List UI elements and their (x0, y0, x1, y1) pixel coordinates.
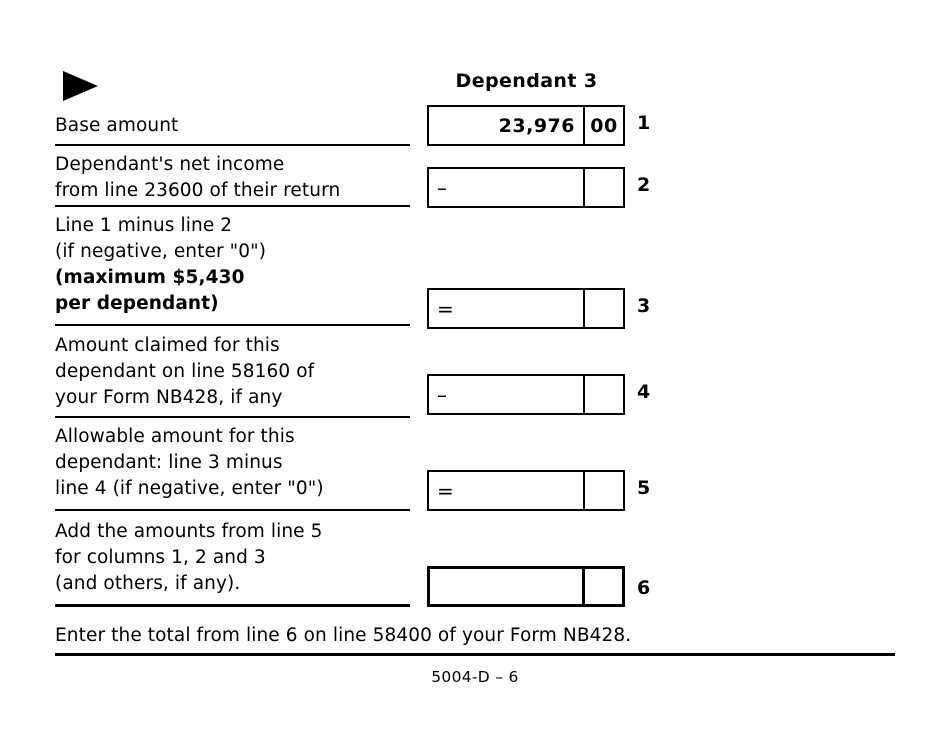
amount-dollars-value-1: 23,976 (498, 114, 575, 137)
row-label-line: Line 1 minus line 2 (55, 215, 233, 236)
amount-dollars-cell-3[interactable]: = (429, 290, 583, 327)
row-label-3: Line 1 minus line 2 (if negative, enter … (55, 213, 415, 317)
row-label-line: dependant on line 58160 of (55, 361, 315, 382)
row-rule-4 (55, 416, 410, 418)
amount-box-3[interactable]: = (427, 288, 625, 329)
row-label-line: Base amount (55, 115, 179, 136)
amount-box-4[interactable]: – (427, 374, 625, 415)
line-number-1: 1 (637, 112, 651, 134)
row-label-line: (maximum $5,430 (55, 267, 245, 288)
amount-box-2[interactable]: – (427, 167, 625, 208)
amount-dollars-cell-4[interactable]: – (429, 376, 583, 413)
right-triangle-icon (63, 71, 98, 101)
amount-box-5[interactable]: = (427, 470, 625, 511)
amount-cents-cell-5[interactable] (583, 472, 623, 509)
operator-symbol-5: = (437, 478, 454, 503)
row-label-line: Add the amounts from line 5 (55, 521, 323, 542)
footer-rule (55, 653, 895, 656)
row-label-5: Allowable amount for this dependant: lin… (55, 424, 415, 502)
row-label-line: dependant: line 3 minus (55, 452, 283, 473)
row-rule-1 (55, 144, 410, 146)
row-label-line: (and others, if any). (55, 573, 241, 594)
row-label-4: Amount claimed for this dependant on lin… (55, 333, 415, 411)
row-rule-2 (55, 205, 410, 207)
line-number-3: 3 (637, 295, 651, 317)
row-label-line: your Form NB428, if any (55, 387, 283, 408)
row-rule-5 (55, 509, 410, 511)
amount-dollars-cell-6[interactable] (430, 569, 582, 604)
footer-instruction: Enter the total from line 6 on line 5840… (55, 625, 632, 646)
row-label-line: Allowable amount for this (55, 426, 295, 447)
line-number-2: 2 (637, 174, 651, 196)
row-label-2: Dependant's net income from line 23600 o… (55, 152, 415, 204)
amount-box-1[interactable]: 23,976 00 (427, 105, 625, 146)
row-label-line: Dependant's net income (55, 154, 285, 175)
amount-cents-cell-6[interactable] (582, 569, 622, 604)
amount-dollars-cell-5[interactable]: = (429, 472, 583, 509)
row-label-line: for columns 1, 2 and 3 (55, 547, 266, 568)
amount-cents-cell-4[interactable] (583, 376, 623, 413)
operator-symbol-2: – (437, 175, 447, 200)
amount-cents-value-1: 00 (590, 114, 618, 137)
row-label-line: Amount claimed for this (55, 335, 280, 356)
line-number-5: 5 (637, 477, 651, 499)
amount-box-6[interactable] (427, 566, 625, 607)
amount-dollars-cell-2[interactable]: – (429, 169, 583, 206)
amount-cents-cell-3[interactable] (583, 290, 623, 327)
row-label-line: from line 23600 of their return (55, 180, 341, 201)
row-label-line: line 4 (if negative, enter "0") (55, 478, 324, 499)
column-header-dependant-3: Dependant 3 (455, 70, 598, 92)
row-label-line: (if negative, enter "0") (55, 241, 267, 262)
operator-symbol-4: – (437, 382, 447, 407)
form-code: 5004-D – 6 (431, 668, 519, 686)
row-rule-3 (55, 324, 410, 326)
operator-symbol-3: = (437, 296, 454, 321)
amount-cents-cell-1[interactable]: 00 (583, 107, 623, 144)
line-number-6: 6 (637, 577, 651, 599)
row-label-line: per dependant) (55, 293, 219, 314)
line-number-4: 4 (637, 381, 651, 403)
row-label-6: Add the amounts from line 5 for columns … (55, 519, 415, 597)
row-label-1: Base amount (55, 113, 415, 139)
amount-dollars-cell-1[interactable]: 23,976 (429, 107, 583, 144)
amount-cents-cell-2[interactable] (583, 169, 623, 206)
row-rule-6 (55, 604, 410, 607)
